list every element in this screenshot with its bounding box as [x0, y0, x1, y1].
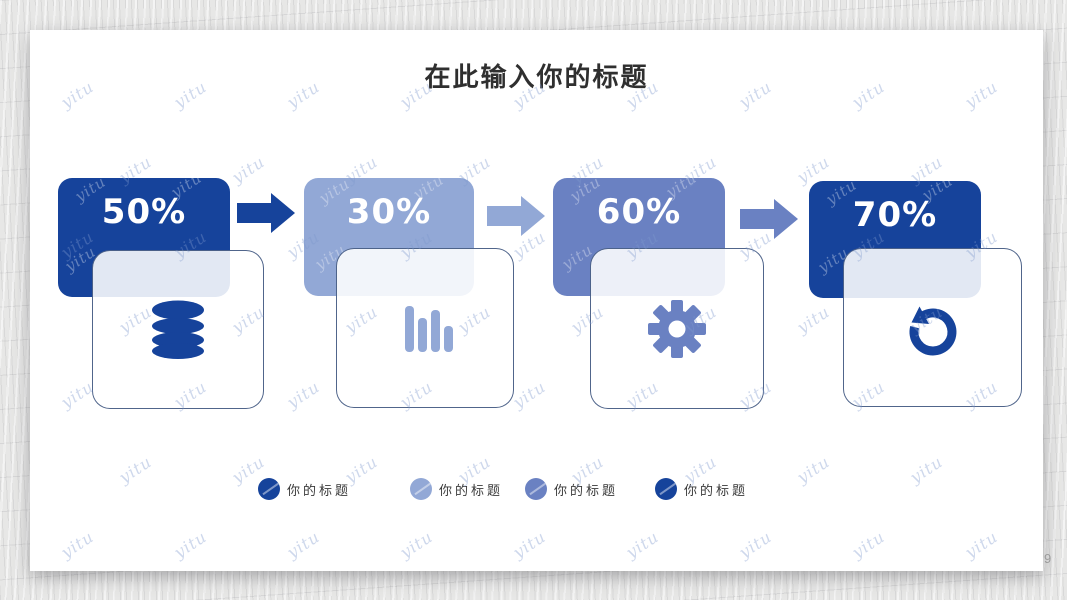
legend-item-4: 你的标题 — [655, 477, 748, 501]
watermark-text: yitu — [57, 527, 98, 562]
rotate-icon — [909, 306, 956, 355]
watermark-text: yitu — [509, 527, 550, 562]
presentation-slide: 在此输入你的标题 50% yitu yitu yitu 30% yitu yit… — [30, 30, 1043, 571]
watermark-text: yitu — [848, 527, 889, 562]
legend-dot-icon — [258, 478, 280, 500]
legend-item-1: 你的标题 — [258, 477, 351, 501]
legend-item-2: 你的标题 — [410, 477, 503, 501]
watermark-text: yitu — [622, 527, 663, 562]
step-3-card — [590, 248, 764, 409]
gear-icon — [648, 299, 706, 358]
step-1-percent-value: 50% — [101, 192, 187, 232]
step-4-card — [843, 248, 1022, 407]
legend-label: 你的标题 — [554, 483, 619, 499]
step-2-percent-value: 30% — [346, 192, 432, 232]
legend-label: 你的标题 — [439, 483, 504, 499]
watermark-text: yitu — [228, 152, 269, 187]
legend-dot-icon — [525, 478, 547, 500]
watermark-text: yitu — [396, 527, 437, 562]
database-icon — [152, 300, 204, 359]
arrow-right-icon — [237, 193, 295, 233]
legend-dot-icon — [410, 478, 432, 500]
step-1-card — [92, 250, 264, 409]
watermark-text: yitu — [793, 452, 834, 487]
watermark-text: yitu — [961, 527, 1002, 562]
watermark-text: yitu — [283, 377, 324, 412]
arrow-right-icon — [487, 196, 545, 236]
watermark-text: yitu — [906, 452, 947, 487]
step-2-percent-box: 30% yitu yitu yitu — [304, 170, 474, 296]
step-2-card — [336, 248, 514, 408]
slide-title: 在此输入你的标题 — [424, 63, 649, 93]
arrow-right-icon — [740, 199, 798, 239]
bar-chart-icon — [405, 306, 453, 352]
watermark-text: yitu — [170, 527, 211, 562]
legend-dot-icon — [655, 478, 677, 500]
watermark-text: yitu — [793, 302, 834, 337]
watermark-text: yitu — [115, 452, 156, 487]
legend-label: 你的标题 — [684, 483, 749, 499]
watermark-text: yitu — [509, 377, 550, 412]
legend-item-3: 你的标题 — [525, 477, 618, 501]
watermark-text: yitu — [735, 527, 776, 562]
step-4-percent-value: 70% — [852, 195, 938, 235]
page-number: 9 — [1044, 551, 1052, 566]
step-3-percent-value: 60% — [596, 192, 682, 232]
legend-label: 你的标题 — [287, 483, 352, 499]
watermark-text: yitu — [283, 527, 324, 562]
